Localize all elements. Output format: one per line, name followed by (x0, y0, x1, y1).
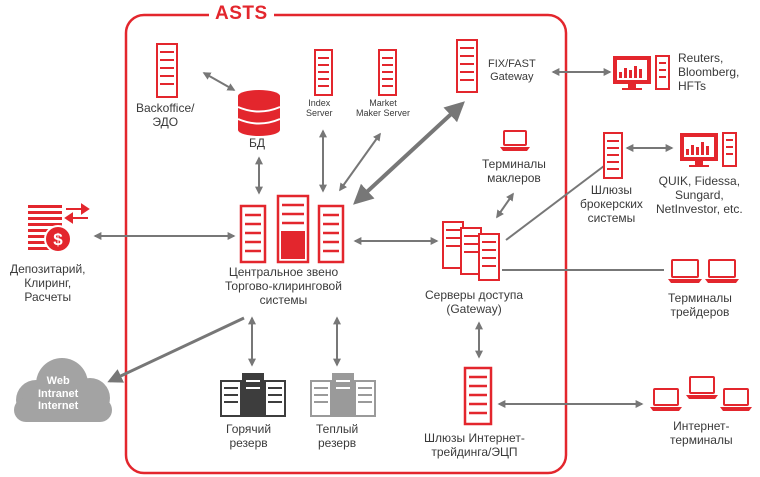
server-icon (242, 373, 264, 417)
access-servers-label: Серверы доступа(Gateway) (425, 288, 524, 316)
server-icon (239, 204, 267, 264)
laptop-icon (686, 376, 718, 399)
backoffice-label: Backoffice/ЭДО (136, 101, 195, 129)
server-icon (463, 366, 493, 426)
db-label: БД (249, 136, 266, 150)
laptop-icon (720, 388, 752, 411)
arrow-backoffice-db (202, 72, 236, 91)
cloud-icon (14, 358, 112, 422)
hot-reserve-servers (220, 373, 286, 417)
server-icon (456, 39, 478, 93)
server-icon (478, 233, 500, 281)
server-icon (264, 380, 286, 417)
inet-gateways-label: Шлюзы Интернет-трейдинга/ЭЦП (424, 431, 525, 459)
server-icon (655, 55, 670, 90)
line-access-broker (505, 165, 605, 241)
connectors (93, 68, 674, 408)
server-icon (310, 380, 332, 417)
asts-boundary (124, 13, 568, 475)
laptop-icon (500, 130, 530, 151)
monitor-chart-icon (613, 56, 651, 90)
asts-title: ASTS (209, 3, 274, 25)
svg-text:$: $ (53, 230, 63, 249)
central-servers (239, 194, 345, 264)
database-icon (237, 90, 281, 136)
arrow-terminal-access (496, 192, 514, 219)
server-icon (354, 380, 376, 417)
arrow-fix-central (353, 101, 465, 205)
monitor-chart-icon (680, 133, 718, 167)
laptop-icon (705, 259, 739, 283)
server-icon (722, 132, 737, 167)
quik-label: QUIK, Fidessa,Sungard,NetInvestor, etc. (656, 174, 743, 216)
laptop-icon (650, 388, 682, 411)
depository-label: Депозитарий,Клиринг,Расчеты (10, 262, 86, 304)
server-icon (603, 132, 623, 179)
warm-reserve-servers (310, 373, 376, 417)
server-icon (156, 43, 178, 98)
server-icon (317, 204, 345, 264)
server-icon (332, 373, 354, 417)
server-icon (314, 49, 333, 96)
arrow-central-cloud (107, 316, 245, 383)
server-icon (378, 49, 397, 96)
server-icon (220, 380, 242, 417)
inet-terminals-label: Интернет-терминалы (670, 419, 733, 447)
access-servers (442, 221, 500, 281)
laptop-icon (668, 259, 702, 283)
server-icon (442, 221, 464, 269)
reuters-label: Reuters,Bloomberg,HFTs (678, 51, 740, 93)
arrow-mm-central (339, 132, 381, 192)
server-icon (276, 194, 310, 264)
money-icon: $ (28, 203, 90, 253)
